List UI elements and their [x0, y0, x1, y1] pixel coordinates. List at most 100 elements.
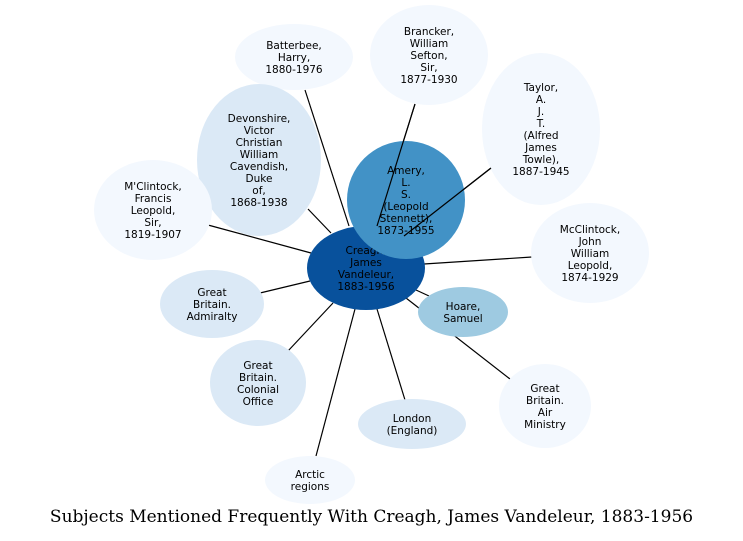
node-taylor-label-line: 1887-1945 [512, 166, 569, 178]
node-london-label-line: London [393, 413, 432, 425]
node-colonial-office-ellipse [210, 340, 306, 426]
node-taylor-ellipse [482, 53, 600, 205]
node-mclintock-francis-ellipse [94, 160, 212, 260]
node-brancker-label-line: Sefton, [410, 50, 447, 62]
node-hoare-label-line: Samuel [443, 313, 482, 325]
node-taylor-label-line: T. [536, 118, 546, 130]
node-center-label-line: Vandeleur, [338, 269, 394, 281]
node-mclintock-francis-label-line: M'Clintock, [124, 181, 182, 193]
node-admiralty-ellipse [160, 270, 264, 338]
edge-center-hoare [415, 289, 430, 297]
node-amery-label-line: Amery, [387, 165, 425, 177]
node-devonshire: Devonshire,VictorChristianWilliamCavendi… [197, 84, 321, 236]
node-taylor-label-line: James [524, 142, 557, 154]
edge-center-brancker [376, 103, 416, 227]
node-devonshire-label-line: Devonshire, [228, 113, 291, 125]
edges-over-center-layer [376, 103, 492, 237]
node-mclintock-francis-label-line: 1819-1907 [124, 229, 181, 241]
node-devonshire-label-line: Cavendish, [230, 161, 288, 173]
node-taylor: Taylor,A.J.T.(AlfredJamesTowle),1887-194… [482, 53, 600, 205]
node-colonial-office-label-line: Colonial [237, 384, 279, 396]
node-air-ministry-ellipse [499, 364, 591, 448]
node-arctic-label-line: regions [291, 481, 330, 493]
node-mclintock-francis-label-line: Francis [135, 193, 172, 205]
node-mcclintock-john-label-line: McClintock, [560, 224, 620, 236]
node-taylor-label-line: Taylor, [523, 82, 558, 94]
node-london-label-line: (England) [387, 425, 438, 437]
node-devonshire-label-line: Victor [244, 125, 275, 137]
node-batterbee-label-line: Batterbee, [266, 40, 322, 52]
node-colonial-office-label-line: Office [243, 396, 274, 408]
node-devonshire-ellipse [197, 84, 321, 236]
node-london: London(England) [358, 399, 466, 449]
node-arctic-ellipse [265, 456, 355, 504]
node-brancker-label-line: 1877-1930 [400, 74, 457, 86]
node-center-label-line: James [349, 257, 382, 269]
node-mcclintock-john-ellipse [531, 203, 649, 303]
node-amery-label-line: 1873-1955 [377, 225, 434, 237]
node-devonshire-label-line: Duke [246, 173, 273, 185]
edge-center-arctic [315, 308, 356, 457]
node-amery-label-line: (Leopold [383, 201, 428, 213]
node-mcclintock-john-label-line: 1874-1929 [561, 272, 618, 284]
node-devonshire-label-line: 1868-1938 [230, 197, 287, 209]
node-amery-label-line: Stennett), [380, 213, 433, 225]
node-air-ministry-label-line: Air [538, 407, 553, 419]
edge-center-mclintock-francis [207, 224, 312, 254]
node-taylor-label-line: A. [536, 94, 546, 106]
node-air-ministry-label-line: Ministry [524, 419, 566, 431]
node-mcclintock-john-label-line: William [571, 248, 609, 260]
node-taylor-label-line: (Alfred [523, 130, 558, 142]
edge-center-batterbee [304, 89, 350, 227]
node-hoare: Hoare,Samuel [418, 287, 508, 337]
node-mcclintock-john-label-line: John [578, 236, 602, 248]
node-hoare-label-line: Hoare, [446, 301, 481, 313]
node-amery-label-line: L. [401, 177, 410, 189]
edge-center-london [376, 308, 406, 401]
node-batterbee-label-line: 1880-1976 [265, 64, 323, 76]
node-colonial-office-label-line: Great [243, 360, 272, 372]
node-batterbee-ellipse [235, 24, 353, 90]
node-air-ministry-label-line: Britain. [526, 395, 564, 407]
edge-center-admiralty [259, 280, 311, 294]
node-air-ministry-label-line: Great [530, 383, 559, 395]
node-brancker-label-line: Brancker, [404, 26, 454, 38]
node-batterbee-label-line: Harry, [278, 52, 310, 64]
edge-center-colonial-office [287, 302, 334, 352]
node-brancker-label-line: William [410, 38, 448, 50]
node-colonial-office-label-line: Britain. [239, 372, 277, 384]
node-admiralty-label-line: Admiralty [187, 311, 238, 323]
node-admiralty-label-line: Great [197, 287, 226, 299]
node-taylor-label-line: J. [537, 106, 544, 118]
edge-center-taylor [403, 167, 492, 237]
node-amery-ellipse [347, 141, 465, 259]
node-devonshire-label-line: of, [252, 185, 265, 197]
node-brancker-label-line: Sir, [420, 62, 437, 74]
node-mcclintock-john-label-line: Leopold, [568, 260, 613, 272]
node-hoare-ellipse [418, 287, 508, 337]
node-batterbee: Batterbee,Harry,1880-1976 [235, 24, 353, 90]
node-center-label-line: 1883-1956 [337, 281, 395, 293]
edge-center-devonshire [307, 208, 332, 234]
node-mclintock-francis-label-line: Leopold, [131, 205, 176, 217]
node-taylor-label-line: Towle), [522, 154, 559, 166]
node-devonshire-label-line: William [240, 149, 278, 161]
node-amery-label-line: S. [401, 189, 411, 201]
edge-center-mcclintock-john [423, 256, 533, 265]
node-arctic-label-line: Arctic [295, 469, 325, 481]
node-brancker-ellipse [370, 5, 488, 105]
node-london-ellipse [358, 399, 466, 449]
node-admiralty-label-line: Britain. [193, 299, 231, 311]
nodes-layer: Batterbee,Harry,1880-1976Brancker,Willia… [94, 5, 649, 504]
node-mclintock-francis-label-line: Sir, [144, 217, 161, 229]
node-devonshire-label-line: Christian [236, 137, 283, 149]
